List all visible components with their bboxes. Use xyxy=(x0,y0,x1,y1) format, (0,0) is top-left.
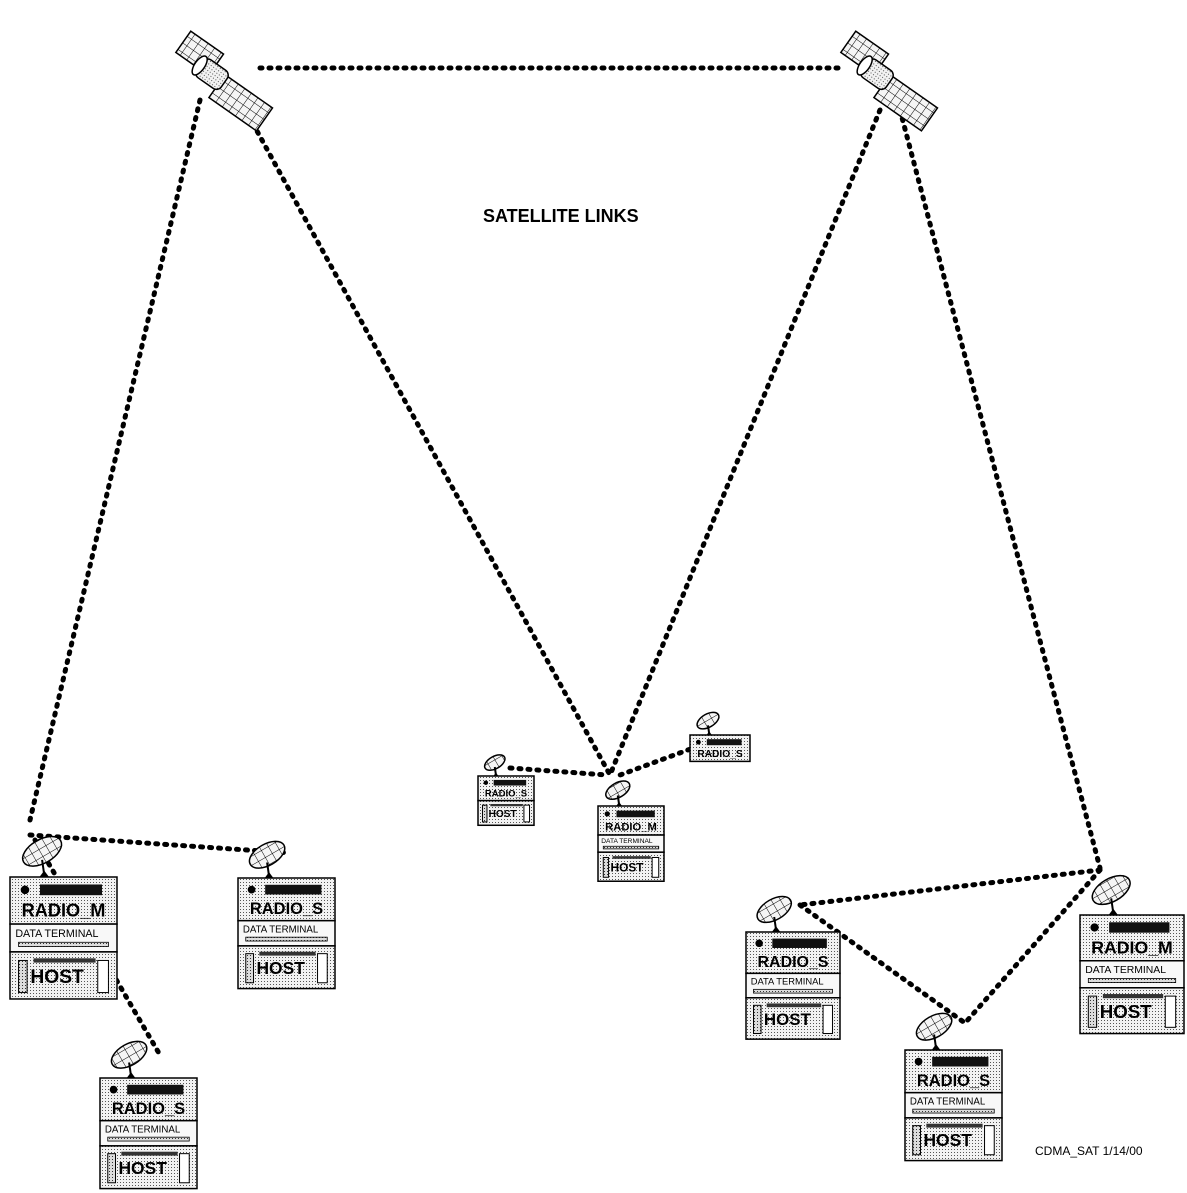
data-terminal-label: DATA TERMINAL xyxy=(15,928,98,940)
radio-label: RADIO_S xyxy=(112,1100,185,1118)
drive-slot-icon xyxy=(179,1153,190,1184)
ground-station-g1-master: RADIO_M DATA TERMINAL HOST xyxy=(9,835,118,1000)
data-terminal-label: DATA TERMINAL xyxy=(243,924,319,935)
dish-antenna-icon xyxy=(21,835,63,880)
drive-slot-icon xyxy=(523,804,531,823)
link-line xyxy=(607,107,883,778)
link-line xyxy=(897,107,1103,871)
data-terminal-label: DATA TERMINAL xyxy=(601,838,653,845)
data-terminal-label: DATA TERMINAL xyxy=(751,976,824,987)
ground-station-g3-slave-bottom: RADIO_S DATA TERMINAL HOST xyxy=(904,1012,1003,1162)
power-indicator-icon xyxy=(604,811,610,817)
satellite-left xyxy=(174,30,274,132)
radio-label: RADIO_S xyxy=(758,954,829,971)
dish-antenna-icon xyxy=(915,1012,953,1052)
link-line xyxy=(27,832,293,856)
host-label: HOST xyxy=(30,967,84,988)
data-terminal-unit xyxy=(904,1091,1003,1119)
link-line xyxy=(27,97,203,823)
link-line xyxy=(962,867,1103,1026)
radio-display xyxy=(493,779,527,786)
radio-display xyxy=(772,938,827,948)
diagram-title: SATELLITE LINKS xyxy=(483,206,639,226)
ground-station-g3-slave-left: RADIO_S DATA TERMINAL HOST xyxy=(745,895,841,1040)
satellite-right xyxy=(839,30,939,132)
link-line xyxy=(797,902,968,1026)
radio-label: RADIO_M xyxy=(605,821,657,833)
ground-station-g1-slave-bottom: RADIO_S DATA TERMINAL HOST xyxy=(99,1040,198,1190)
radio-display xyxy=(1109,922,1170,933)
data-terminal-unit xyxy=(237,919,336,947)
ground-station-g1-slave-right: RADIO_S DATA TERMINAL HOST xyxy=(237,840,336,990)
radio-label: RADIO_M xyxy=(22,901,106,921)
ground-station-g2-master: RADIO_M DATA TERMINAL HOST xyxy=(597,780,665,882)
dish-antenna-icon xyxy=(483,754,506,778)
radio-label: RADIO_S xyxy=(917,1072,990,1090)
radio-display xyxy=(706,739,742,746)
power-indicator-icon xyxy=(755,939,763,948)
dish-antenna-icon xyxy=(248,840,286,880)
power-indicator-icon xyxy=(20,885,30,895)
data-terminal-label: DATA TERMINAL xyxy=(1085,965,1166,976)
radio-label: RADIO_S xyxy=(485,789,527,800)
data-terminal-label: DATA TERMINAL xyxy=(910,1096,986,1107)
drive-slot-icon xyxy=(984,1125,995,1156)
power-indicator-icon xyxy=(914,1057,923,1066)
drive-slot-icon xyxy=(97,959,109,994)
radio-display xyxy=(932,1056,989,1067)
data-terminal-unit xyxy=(99,1119,198,1147)
power-indicator-icon xyxy=(109,1085,118,1094)
dish-antenna-icon xyxy=(696,711,720,737)
dish-antenna-icon xyxy=(1091,874,1131,918)
radio-display xyxy=(39,884,103,896)
power-indicator-icon xyxy=(247,885,256,894)
link-line xyxy=(797,867,1103,908)
host-label: HOST xyxy=(118,1158,167,1178)
host-label: HOST xyxy=(489,809,518,820)
radio-display xyxy=(265,884,322,895)
dish-antenna-icon xyxy=(110,1040,148,1080)
drive-slot-icon xyxy=(317,953,328,984)
diagram-id-label: CDMA_SAT 1/14/00 xyxy=(1035,1144,1143,1158)
dish-antenna-icon xyxy=(756,895,793,934)
ground-station-g2-slave-left: RADIO_S HOST xyxy=(477,754,535,827)
ground-stations: RADIO_M DATA TERMINAL HOST RADIO_S DATA TERM… xyxy=(9,711,1185,1190)
data-terminal-unit xyxy=(9,923,118,953)
power-indicator-icon xyxy=(696,739,701,745)
host-label: HOST xyxy=(764,1010,812,1029)
drive-slot-icon xyxy=(1164,995,1177,1028)
power-indicator-icon xyxy=(1090,923,1099,932)
link-line xyxy=(507,765,610,778)
ground-station-g3-master: RADIO_M DATA TERMINAL HOST xyxy=(1079,874,1185,1035)
radio-display xyxy=(616,810,655,818)
radio-label: RADIO_S xyxy=(697,749,742,760)
radio-display xyxy=(127,1084,184,1095)
dish-antenna-icon xyxy=(605,780,631,808)
host-label: HOST xyxy=(1100,1001,1153,1022)
drive-slot-icon xyxy=(822,1004,833,1035)
radio-label: RADIO_M xyxy=(1091,937,1173,957)
host-label: HOST xyxy=(923,1130,972,1150)
host-label: HOST xyxy=(256,958,305,978)
host-label: HOST xyxy=(611,860,645,874)
drive-slot-icon xyxy=(651,856,660,878)
data-terminal-label: DATA TERMINAL xyxy=(105,1124,181,1135)
power-indicator-icon xyxy=(483,780,489,785)
link-line xyxy=(237,97,613,778)
data-terminal-unit xyxy=(1079,960,1185,989)
ground-station-g2-slave-right: RADIO_S xyxy=(689,711,751,763)
radio-label: RADIO_S xyxy=(250,900,323,918)
